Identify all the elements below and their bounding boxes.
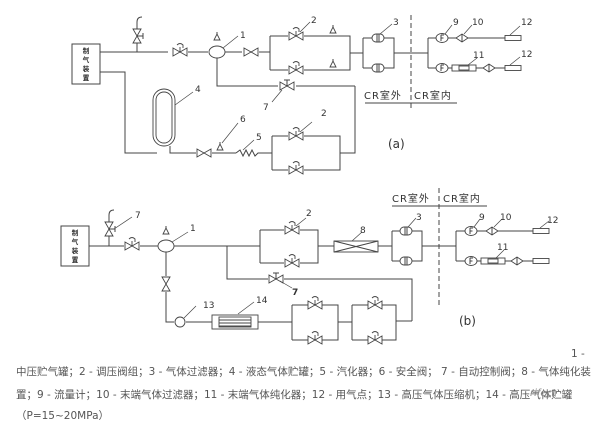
gas-supply-system-diagram: 制 气 装 置 CR室外 (60, 15, 558, 345)
device-label-b-2: 装 (71, 246, 79, 255)
panel-b: 制 气 装 置 CR室外 CR室内 ( (60, 188, 558, 345)
label-b-2: 2 (306, 209, 312, 219)
label-b-14: 14 (256, 296, 268, 306)
label-a-12-bottom: 12 (521, 50, 532, 60)
device-label-b-1: 气 (71, 237, 79, 246)
label-b-10: 10 (500, 213, 512, 223)
label-a-4: 4 (195, 85, 201, 95)
zone-outside-b: CR室外 (392, 192, 430, 205)
device-label-a-0: 制 (83, 46, 90, 55)
medium-pressure-tank-b (157, 239, 175, 253)
label-b-11: 11 (497, 243, 508, 253)
label-a-12-top: 12 (521, 18, 532, 28)
compressor (174, 316, 186, 328)
label-a-2-bottom: 2 (321, 109, 327, 119)
label-b-8: 8 (360, 226, 366, 236)
label-a-7: 7 (263, 103, 269, 113)
label-a-1: 1 (240, 31, 246, 41)
panel-tag-a: (a) (388, 137, 405, 151)
panel-tag-b: (b) (459, 314, 476, 328)
zone-outside-a: CR室外 (364, 89, 402, 102)
label-b-9: 9 (479, 213, 485, 223)
watermark-logo: rifect (530, 388, 556, 399)
label-a-6: 6 (240, 115, 246, 125)
label-b-7-top: 7 (135, 211, 141, 221)
device-label-b-0: 制 (72, 228, 79, 237)
label-a-10: 10 (472, 18, 484, 28)
label-a-11: 11 (473, 51, 484, 61)
label-b-13: 13 (203, 301, 214, 311)
label-a-5: 5 (256, 133, 262, 143)
gas-production-device-b (60, 225, 90, 267)
caption-line-2: 置；9 - 流量计；10 - 末端气体过滤器；11 - 末端气体纯化器；12 -… (16, 389, 573, 401)
label-b-3: 3 (416, 213, 422, 223)
device-label-a-3: 置 (83, 73, 90, 82)
device-label-a-2: 装 (82, 64, 90, 73)
device-label-a-1: 气 (82, 55, 90, 64)
label-b-12: 12 (547, 216, 558, 226)
caption-line-1: 中压贮气罐；2 - 调压阀组；3 - 气体过滤器；4 - 液态气体贮罐；5 - … (16, 366, 591, 378)
label-b-1: 1 (190, 224, 196, 234)
zone-inside-a: CR室内 (414, 89, 452, 102)
label-a-2-top: 2 (311, 16, 317, 26)
device-label-b-3: 置 (72, 255, 79, 264)
label-a-3: 3 (393, 18, 399, 28)
label-b-7-bottom: 7 (292, 288, 298, 298)
medium-pressure-tank-a (208, 45, 226, 59)
zone-inside-b: CR室内 (443, 192, 481, 205)
gas-production-device-a (71, 43, 101, 85)
caption-prefix: 1 - (571, 348, 585, 360)
label-a-9: 9 (453, 18, 459, 28)
caption-line-3: （P=15~20MPa） (16, 410, 110, 422)
panel-a: 制 气 装 置 CR室外 (71, 15, 532, 175)
